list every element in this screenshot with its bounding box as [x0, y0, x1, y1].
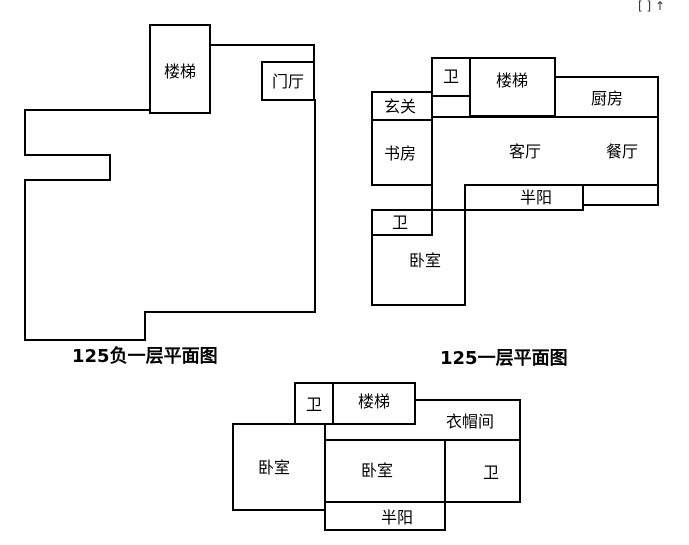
second-bath-label: 卫 [306, 395, 322, 414]
first-bedroom-label: 卧室 [409, 251, 441, 270]
first-half-balcony [464, 184, 584, 211]
basement-outline [24, 24, 316, 341]
basement-caption: 125负一层平面图 [72, 345, 218, 367]
first-dining-label: 餐厅 [606, 142, 638, 161]
first-bath-label: 卫 [443, 67, 459, 86]
basement-foyer-label: 门厅 [272, 72, 304, 91]
first-bath-2 [371, 209, 433, 236]
first-entrance-label: 玄关 [384, 97, 416, 116]
first-floor-plan: 卫 楼梯 厨房 玄关 书房 客厅 餐厅 半阳 卫 卧室 125一层平面图 [371, 57, 659, 369]
second-bedroom-center-label: 卧室 [361, 461, 393, 480]
basement-foyer [261, 61, 315, 101]
first-study-label: 书房 [384, 144, 416, 163]
second-cloakroom-label: 衣帽间 [446, 412, 494, 431]
basement-stairs-label: 楼梯 [164, 62, 196, 81]
second-half-balcony-label: 半阳 [381, 508, 413, 527]
first-stairs-label: 楼梯 [496, 71, 528, 90]
basement-stairs [149, 24, 211, 114]
first-half-balcony-label: 半阳 [520, 188, 552, 207]
first-study [371, 119, 433, 186]
corner-mark: [ ] ↑ [638, 0, 665, 13]
basement-plan: 楼梯 门厅 125负一层平面图 [24, 24, 316, 367]
first-bath-2-label: 卫 [392, 213, 408, 232]
second-stairs-label: 楼梯 [358, 392, 390, 411]
second-floor-plan: 卫 楼梯 衣帽间 卧室 卧室 卫 半阳 [232, 382, 521, 531]
first-living-label: 客厅 [509, 142, 541, 161]
first-kitchen-label: 厨房 [591, 89, 623, 108]
second-stairs [332, 382, 416, 425]
first-floor-caption: 125一层平面图 [440, 348, 568, 369]
second-bedroom-left-label: 卧室 [258, 458, 290, 477]
second-bath-right-label: 卫 [483, 463, 499, 482]
